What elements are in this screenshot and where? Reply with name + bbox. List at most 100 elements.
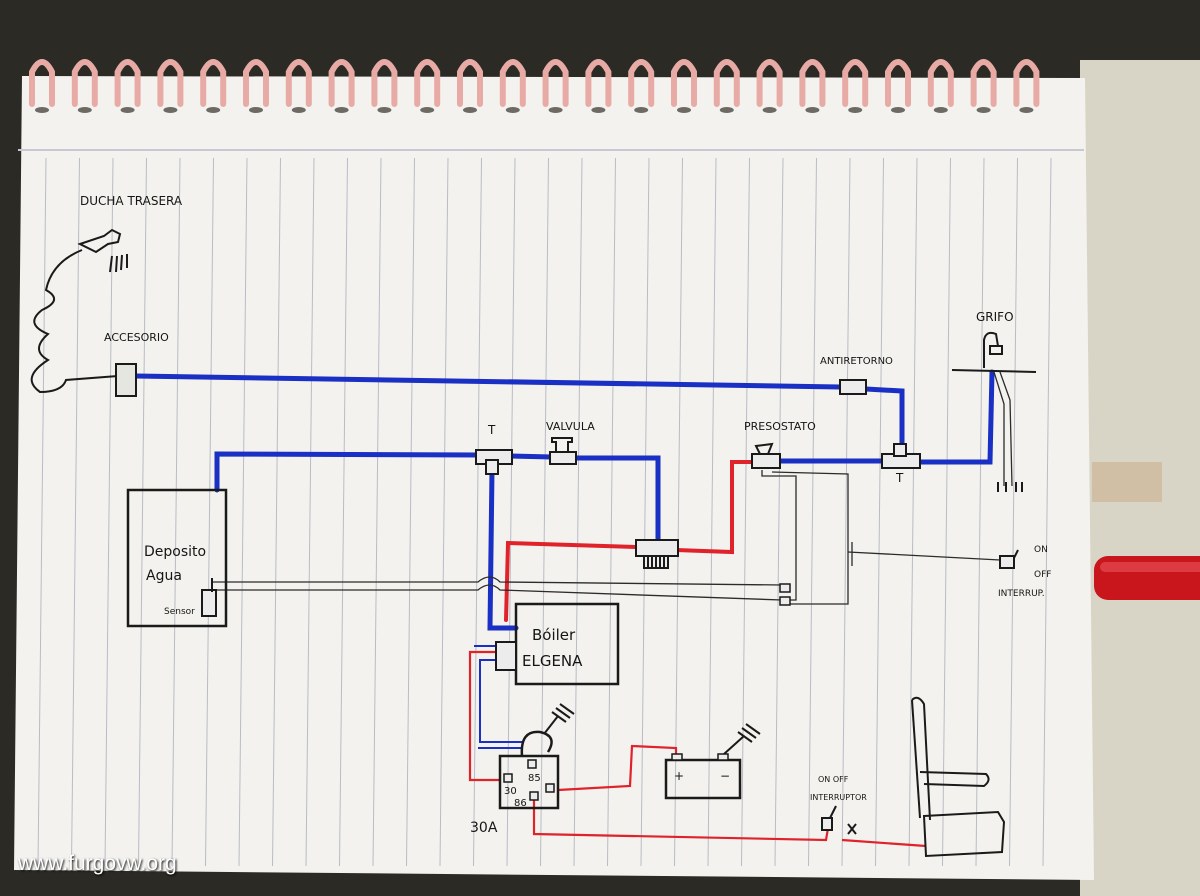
spiral-hole <box>848 107 863 113</box>
relay-box <box>498 730 560 810</box>
label-presostato: PRESOSTATO <box>744 420 816 433</box>
spiral-ring <box>885 59 911 107</box>
spiral-ring <box>414 59 441 107</box>
pipe-deposito-t <box>214 451 483 493</box>
label-grifo: GRIFO <box>976 310 1014 324</box>
ruled-line <box>205 157 214 867</box>
accesorio-connector <box>115 363 137 397</box>
ruled-line <box>707 157 717 867</box>
t-joint-right <box>881 443 921 469</box>
relay-power-wires <box>468 650 927 848</box>
label-sensor: Sensor <box>164 607 195 617</box>
interruptor-right <box>999 549 1019 569</box>
spiral-hole <box>120 107 135 113</box>
spiral-hole <box>805 107 820 113</box>
table-surface <box>1080 60 1200 896</box>
spiral-ring <box>927 59 954 107</box>
wire-connector-bottom <box>779 596 791 606</box>
ruled-line <box>272 157 281 867</box>
ruled-line <box>774 157 784 867</box>
wire-pump-presostato <box>674 460 756 555</box>
pipe-accesorio-antiretorno <box>133 373 843 390</box>
spiral-ring <box>328 59 355 107</box>
ruled-line <box>37 157 47 867</box>
pipe-t-valvula <box>507 453 555 460</box>
ruled-line <box>1009 157 1018 867</box>
label-antiretorno: ANTIRETORNO <box>820 356 893 367</box>
pipe-antiretorno-t <box>863 386 905 457</box>
label-battery-minus: − <box>720 769 730 783</box>
spiral-ring <box>157 59 184 107</box>
spiral-ring <box>243 59 269 107</box>
label-deposito: Deposito <box>144 544 206 560</box>
spiral-ring <box>200 59 227 107</box>
label-on: ON <box>1034 545 1048 555</box>
spiral-hole <box>377 107 392 113</box>
shower-head-icon <box>30 228 128 394</box>
ruled-lines <box>37 157 1052 867</box>
ground-icon <box>543 703 575 735</box>
watermark: www.furgovw.org <box>18 852 177 875</box>
power-wires <box>504 460 756 622</box>
notebook-page <box>14 76 1094 880</box>
ruled-line <box>372 157 382 867</box>
table-stain <box>1092 462 1162 502</box>
water-pump <box>635 539 679 569</box>
ruled-line <box>1042 157 1052 867</box>
label-fuse: 30A <box>470 820 498 836</box>
battery-ground-icon <box>723 723 761 755</box>
spiral-hole <box>677 107 691 113</box>
ruled-line <box>573 157 583 867</box>
spiral-hole <box>762 107 777 113</box>
spiral-hole <box>206 107 221 113</box>
spiral-ring <box>542 59 569 107</box>
label-interruptor-bottom: INTERRUPTOR <box>810 793 867 802</box>
spiral-hole <box>976 107 991 113</box>
spiral-ring <box>1013 59 1040 107</box>
ruled-line <box>171 157 181 867</box>
spiral-binding <box>29 59 1040 113</box>
label-off: OFF <box>1034 570 1051 580</box>
ruled-line <box>741 157 750 867</box>
level-sensor <box>201 589 217 617</box>
ruled-line <box>104 157 114 867</box>
spiral-ring <box>970 59 997 107</box>
deposito-tank <box>126 488 228 628</box>
tap-icon <box>951 331 1037 492</box>
spiral-hole <box>1019 107 1034 113</box>
ruled-line <box>540 157 549 867</box>
spiral-hole <box>548 107 563 113</box>
t-joint-left <box>475 449 513 475</box>
spiral-ring <box>756 59 783 107</box>
spiral-ring <box>585 59 612 107</box>
spiral-hole <box>35 107 49 113</box>
label-battery-plus: + <box>674 769 684 783</box>
spiral-hole <box>291 107 306 113</box>
valvula-valve <box>549 437 577 465</box>
ruled-line <box>808 157 817 867</box>
spiral-hole <box>163 107 178 113</box>
label-relay-86: 86 <box>514 798 527 809</box>
boiler-connector <box>495 641 517 671</box>
label-accesorio: ACCESORIO <box>104 331 169 344</box>
ruled-line <box>908 157 918 867</box>
ruled-line <box>238 157 248 867</box>
spiral-ring <box>114 59 141 107</box>
spiral-hole <box>505 107 520 113</box>
spiral-hole <box>249 107 263 113</box>
ruled-line <box>975 157 985 867</box>
water-pipes <box>133 369 995 631</box>
spiral-hole <box>634 107 649 113</box>
label-t-bottom: T <box>895 471 904 485</box>
label-elgena: ELGENA <box>522 652 583 670</box>
ruled-line <box>473 157 482 867</box>
spiral-ring <box>371 59 398 107</box>
label-ducha-trasera: DUCHA TRASERA <box>80 194 183 208</box>
label-t-top: T <box>487 423 496 437</box>
label-interruptor-right: INTERRUP. <box>998 589 1045 599</box>
pipe-t-grifo <box>915 369 995 465</box>
spiral-ring <box>842 59 869 107</box>
spiral-hole <box>77 107 92 113</box>
spiral-hole <box>933 107 948 113</box>
label-agua: Agua <box>146 568 182 584</box>
